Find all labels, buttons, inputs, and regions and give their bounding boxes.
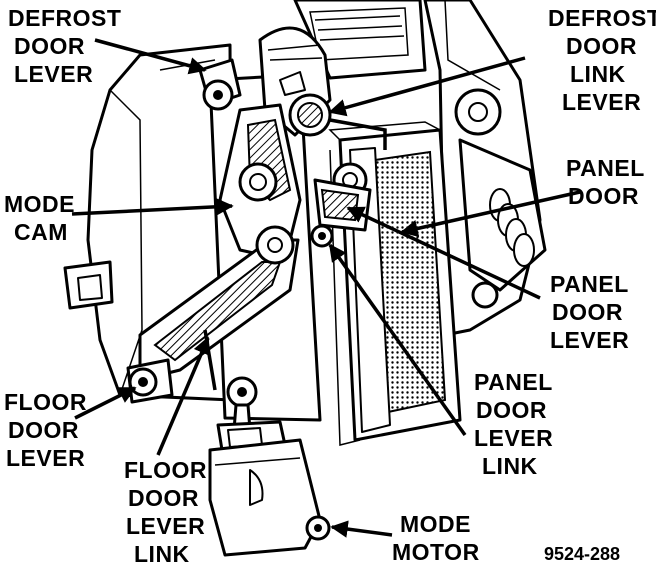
- leader-floor-door-lever-link: [156, 336, 210, 456]
- leader-defrost-door-link-lever: [328, 56, 526, 117]
- label-defrost-door-link-lever: DEFROST DOOR LINK LEVER: [548, 5, 656, 115]
- label-floor-door-lever: FLOOR DOOR LEVER: [4, 389, 87, 471]
- right-spring-assembly: [454, 88, 547, 309]
- svg-text:FLOOR: FLOOR: [4, 389, 87, 415]
- leader-panel-door-lever-link: [328, 243, 467, 437]
- label-mode-motor: MODE MOTOR: [392, 511, 480, 565]
- label-panel-door-lever: PANEL DOOR LEVER: [550, 271, 629, 353]
- leader-mode-cam: [71, 198, 234, 216]
- mode-cam: [218, 103, 302, 262]
- leader-defrost-door-lever: [94, 38, 207, 75]
- svg-text:FLOOR: FLOOR: [124, 457, 207, 483]
- svg-text:DOOR: DOOR: [566, 33, 637, 59]
- leader-mode-motor: [330, 520, 393, 538]
- figure-number: 9524-288: [544, 544, 620, 564]
- defrost-door-lever: [198, 58, 242, 111]
- svg-text:LEVER: LEVER: [550, 327, 629, 353]
- label-mode-cam: MODE CAM: [4, 191, 75, 245]
- panel-door-lever-link: [310, 224, 334, 248]
- svg-text:LEVER: LEVER: [562, 89, 641, 115]
- svg-text:MOTOR: MOTOR: [392, 539, 480, 565]
- svg-text:LEVER: LEVER: [126, 513, 205, 539]
- svg-text:CAM: CAM: [14, 219, 68, 245]
- svg-text:DEFROST: DEFROST: [548, 5, 656, 31]
- leader-panel-door: [400, 190, 581, 238]
- svg-text:DOOR: DOOR: [552, 299, 623, 325]
- label-panel-door: PANEL DOOR: [566, 155, 645, 209]
- mode-motor: [208, 376, 331, 557]
- svg-text:DOOR: DOOR: [476, 397, 547, 423]
- leader-lines: [71, 38, 581, 538]
- svg-text:LEVER: LEVER: [474, 425, 553, 451]
- svg-text:PANEL: PANEL: [566, 155, 645, 181]
- svg-text:LINK: LINK: [482, 453, 538, 479]
- floor-door-lever: [126, 225, 300, 404]
- svg-text:LEVER: LEVER: [14, 61, 93, 87]
- svg-text:DOOR: DOOR: [128, 485, 199, 511]
- svg-text:LINK: LINK: [134, 541, 190, 567]
- svg-text:DOOR: DOOR: [568, 183, 639, 209]
- svg-text:DOOR: DOOR: [14, 33, 85, 59]
- svg-text:LINK: LINK: [570, 61, 626, 87]
- svg-text:LEVER: LEVER: [6, 445, 85, 471]
- svg-text:DEFROST: DEFROST: [8, 5, 121, 31]
- svg-text:MODE: MODE: [400, 511, 471, 537]
- label-floor-door-lever-link: FLOOR DOOR LEVER LINK: [124, 457, 207, 567]
- svg-text:PANEL: PANEL: [550, 271, 629, 297]
- label-defrost-door-lever: DEFROST DOOR LEVER: [8, 5, 121, 87]
- leader-panel-door-lever: [346, 206, 541, 300]
- label-panel-door-lever-link: PANEL DOOR LEVER LINK: [474, 369, 553, 479]
- svg-text:DOOR: DOOR: [8, 417, 79, 443]
- panel-door-lever: [313, 162, 372, 232]
- leader-floor-door-lever: [74, 386, 137, 420]
- panel-door-frame: [328, 121, 462, 446]
- svg-text:MODE: MODE: [4, 191, 75, 217]
- svg-text:PANEL: PANEL: [474, 369, 553, 395]
